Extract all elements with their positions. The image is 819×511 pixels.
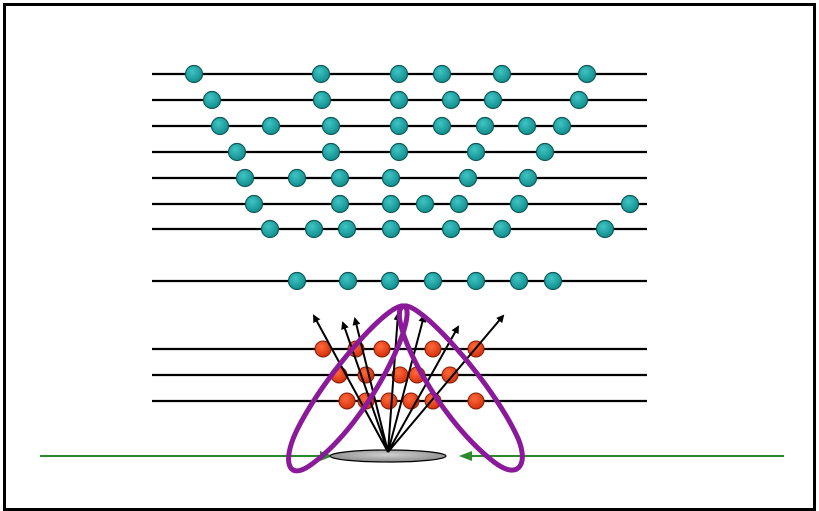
outer-detector-layers (152, 64, 647, 291)
outer-hit (337, 219, 357, 239)
outer-hit (389, 142, 409, 162)
outer-layer (152, 219, 647, 239)
outer-hit (509, 271, 529, 291)
outer-hit (381, 194, 401, 214)
selection-cones (286, 303, 525, 474)
outer-hit (620, 194, 640, 214)
figure-frame (3, 3, 816, 511)
outer-hit (543, 271, 563, 291)
inner-hit (373, 340, 391, 358)
outer-hit (441, 90, 461, 110)
inner-hit (441, 366, 459, 384)
outer-hit (517, 116, 537, 136)
outer-layer (152, 64, 647, 84)
outer-hit (535, 142, 555, 162)
outer-hit (202, 90, 222, 110)
outer-hit (184, 64, 204, 84)
outer-hit (449, 194, 469, 214)
outer-hit (260, 219, 280, 239)
outer-hit (304, 219, 324, 239)
outer-hit (210, 116, 230, 136)
outer-hit (492, 64, 512, 84)
outer-hit (330, 168, 350, 188)
outer-hit (552, 116, 572, 136)
track-arrow-icon (387, 312, 402, 453)
outer-layer (152, 116, 647, 136)
inner-hit (338, 392, 356, 410)
particle-tracks (313, 312, 505, 453)
inner-hit (467, 392, 485, 410)
outer-hit (261, 116, 281, 136)
outer-hit (466, 142, 486, 162)
outer-hit (595, 219, 615, 239)
outer-hit (330, 194, 350, 214)
outer-hit (492, 219, 512, 239)
beamline (40, 451, 784, 461)
outer-hit (338, 271, 358, 291)
track-arrow-icon (341, 321, 389, 453)
outer-hit (475, 116, 495, 136)
outer-hit (432, 116, 452, 136)
beam-arrow-right-icon (459, 451, 472, 461)
outer-hit (381, 168, 401, 188)
track-arrow-icon (313, 314, 389, 453)
outer-layer (152, 142, 647, 162)
outer-hit (287, 168, 307, 188)
outer-hit (458, 168, 478, 188)
outer-hit (380, 271, 400, 291)
outer-layer (152, 168, 647, 188)
inner-hit (380, 392, 398, 410)
outer-hit (312, 90, 332, 110)
outer-hit (287, 271, 307, 291)
outer-layer (152, 90, 647, 110)
outer-hit (235, 168, 255, 188)
outer-hit (441, 219, 461, 239)
outer-hit (389, 90, 409, 110)
outer-hit (466, 271, 486, 291)
outer-hit (432, 64, 452, 84)
track-arrow-icon (387, 314, 505, 453)
outer-hit (381, 219, 401, 239)
outer-hit (509, 194, 529, 214)
outer-hit (321, 142, 341, 162)
track-arrow-icon (387, 325, 459, 453)
selection-cone-left (286, 303, 410, 474)
track-arrow-icon (387, 314, 427, 453)
outer-hit (311, 64, 331, 84)
outer-hit (423, 271, 443, 291)
outer-layer (152, 194, 647, 214)
outer-hit (483, 90, 503, 110)
selection-cone-right (397, 303, 525, 473)
outer-hit (518, 168, 538, 188)
outer-hit (321, 116, 341, 136)
outer-hit (569, 90, 589, 110)
outer-hit (415, 194, 435, 214)
outer-hit (577, 64, 597, 84)
outer-layer (152, 271, 647, 291)
outer-hit (389, 116, 409, 136)
outer-hit (244, 194, 264, 214)
inner-layer (152, 392, 647, 410)
outer-hit (389, 64, 409, 84)
inner-hit (424, 340, 442, 358)
outer-hit (227, 142, 247, 162)
